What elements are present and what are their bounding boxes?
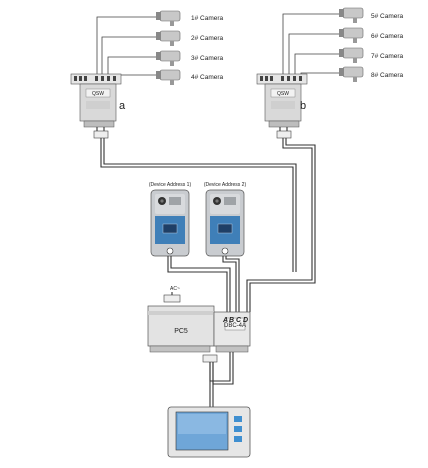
door-station-address-2: (Device Address 2) — [204, 182, 247, 188]
camera-cable-5 — [282, 13, 343, 80]
camera-label-2: 2# Camera — [191, 35, 224, 42]
terminal-label-a: A — [222, 317, 228, 324]
power-supply-label: PC5 — [174, 328, 188, 335]
distributor-label: DBC-4A — [224, 323, 246, 329]
power-supply-unit: PC5 — [147, 305, 215, 353]
camera-label-6: 6# Camera — [371, 33, 404, 40]
terminal-label-d: D — [243, 317, 248, 324]
camera-cable-6 — [288, 33, 343, 80]
camera-label-5: 5# Camera — [371, 13, 404, 20]
switcher-marker-b: b — [300, 100, 306, 112]
door-station-1: (Device Address 1) — [149, 182, 231, 312]
door-station-1-cable — [167, 256, 231, 312]
camera-label-8: 8# Camera — [371, 72, 404, 79]
camera-icon — [339, 27, 364, 43]
terminal-label-c: C — [236, 317, 242, 324]
camera-icon — [339, 47, 364, 63]
video-switcher-b: QSW — [256, 73, 308, 128]
switcher-label-b: QSW — [277, 91, 289, 97]
camera-group-right: 5# Camera 6# Camera 7# Camera 8# Camera — [246, 7, 404, 312]
terminal-label-b: B — [229, 317, 234, 324]
camera-icon — [156, 30, 181, 46]
camera-label-3: 3# Camera — [191, 55, 224, 62]
bus-cable-a — [100, 138, 297, 272]
camera-icon — [339, 7, 364, 23]
terminal-block-b — [276, 130, 292, 139]
camera-icon — [339, 66, 364, 82]
door-station-2-cable — [222, 256, 240, 312]
camera-icon — [156, 69, 181, 85]
camera-cable-2 — [101, 36, 160, 80]
terminal-block-a — [93, 130, 109, 139]
indoor-monitor — [167, 406, 251, 458]
camera-label-4: 4# Camera — [191, 74, 224, 81]
monitor-cable — [209, 362, 214, 408]
monitor-terminal-block — [202, 354, 218, 363]
switcher-bus-a — [96, 127, 105, 131]
switcher-marker-a: a — [119, 100, 126, 112]
camera-label-1: 1# Camera — [191, 15, 224, 22]
camera-cable-1 — [96, 16, 160, 80]
camera-cable-7 — [294, 53, 343, 80]
camera-label-7: 7# Camera — [371, 53, 404, 60]
camera-icon — [156, 50, 181, 66]
distributor-unit: DBC-4A — [213, 311, 251, 353]
camera-group-left: 1# Camera 2# Camera 3# Camera 4# Camera — [70, 10, 297, 272]
door-station-2: (Device Address 2) — [204, 182, 247, 312]
switcher-label-a: QSW — [92, 91, 104, 97]
bus-cable-b — [246, 138, 316, 312]
ac-input: AC~ — [163, 286, 181, 303]
door-station-address-1: (Device Address 1) — [149, 182, 192, 188]
video-switcher-a: QSW — [70, 73, 122, 128]
ac-label: AC~ — [170, 286, 180, 292]
camera-icon — [156, 10, 181, 26]
camera-cable-3 — [107, 56, 160, 80]
switcher-bus-b — [279, 127, 288, 131]
